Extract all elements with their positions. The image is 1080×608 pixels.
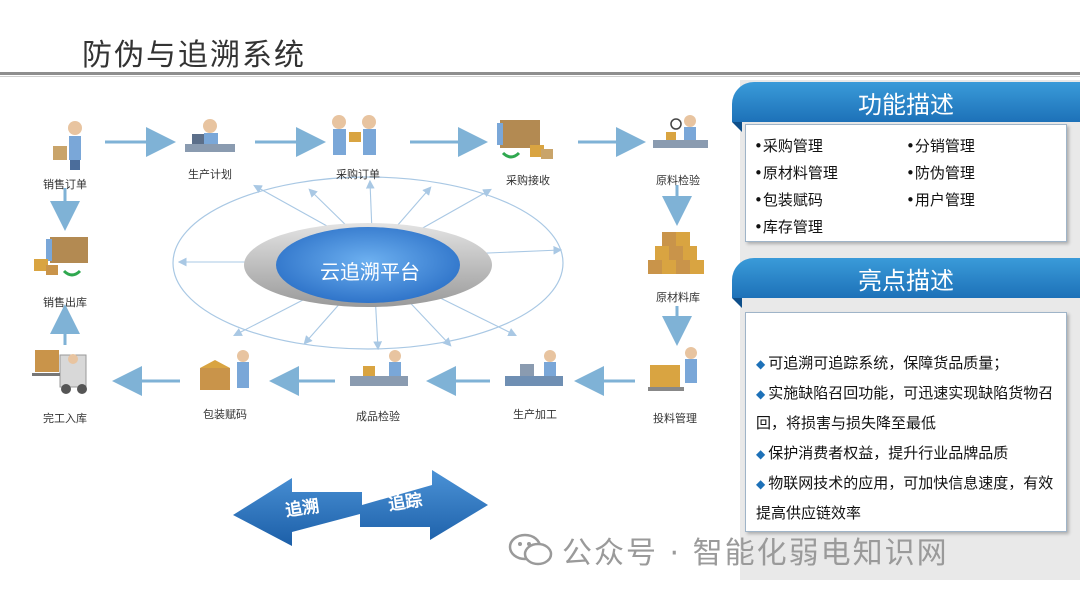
diamond-bullet-icon: ◆: [756, 477, 766, 491]
node-label: 生产计划: [188, 168, 232, 181]
function-list-box: •采购管理 •原材料管理 •包装赋码 •库存管理 •分销管理 •防伪管理 •用户…: [745, 124, 1067, 242]
diamond-bullet-icon: ◆: [756, 357, 766, 371]
node-label: 销售出库: [43, 296, 87, 309]
highlight-item: ◆可追溯可追踪系统，保障货品质量；: [756, 349, 1056, 379]
highlight-text: 实施缺陷召回功能，可迅速实现缺陷货物召回，将损害与损失降至最低: [756, 384, 1054, 432]
node-label: 投料管理: [653, 412, 697, 425]
node-label: 包装赋码: [203, 408, 247, 421]
highlight-item: ◆物联网技术的应用，可加快信息速度，有效提高供应链效率: [756, 469, 1056, 528]
highlight-text: 可追溯可追踪系统，保障货品质量；: [768, 354, 1009, 372]
highlight-item: ◆实施缺陷召回功能，可迅速实现缺陷货物召回，将损害与损失降至最低: [756, 379, 1056, 438]
function-item: •库存管理: [754, 218, 823, 236]
node-label: 原材料库: [656, 291, 700, 304]
highlight-item: ◆保护消费者权益，提升行业品牌品质: [756, 439, 1056, 469]
function-header: 功能描述: [732, 82, 1080, 132]
function-item: •防伪管理: [906, 164, 975, 182]
node-label: 成品检验: [356, 410, 400, 423]
function-item: •原材料管理: [754, 164, 838, 182]
highlight-list-box: ◆可追溯可追踪系统，保障货品质量； ◆实施缺陷召回功能，可迅速实现缺陷货物召回，…: [745, 312, 1067, 532]
node-label: 原料检验: [656, 174, 700, 187]
node-icons: [32, 115, 708, 394]
function-item: •用户管理: [906, 191, 975, 209]
trace-forward-label: 追踪: [387, 490, 424, 516]
node-label: 生产加工: [513, 408, 557, 421]
trace-direction-arrow: [233, 470, 488, 546]
flow-arrows: [50, 127, 692, 396]
trace-flow-diagram: [32, 115, 708, 546]
platform-core: [276, 227, 460, 303]
page-title: 防伪与追溯系统: [82, 38, 306, 73]
highlight-header: 亮点描述: [732, 258, 1080, 308]
highlight-text: 物联网技术的应用，可加快信息速度，有效提高供应链效率: [756, 474, 1054, 522]
watermark-text: 公众号 · 智能化弱电知识网: [562, 536, 949, 571]
node-label: 销售订单: [43, 178, 87, 191]
node-label: 完工入库: [43, 412, 87, 425]
title-divider: [0, 72, 1080, 75]
diamond-bullet-icon: ◆: [756, 387, 766, 401]
node-label: 采购订单: [336, 168, 380, 181]
trace-back-label: 追溯: [284, 496, 321, 522]
function-item: •采购管理: [754, 137, 823, 155]
diamond-bullet-icon: ◆: [756, 447, 766, 461]
function-item: •分销管理: [906, 137, 975, 155]
highlight-text: 保护消费者权益，提升行业品牌品质: [768, 444, 1009, 462]
orbit-ellipse: [172, 176, 564, 350]
platform-label: 云追溯平台: [320, 260, 420, 284]
node-label: 采购接收: [506, 174, 550, 187]
wechat-icon: [508, 533, 553, 566]
title-divider-thin: [0, 76, 1080, 77]
function-item: •包装赋码: [754, 191, 823, 209]
